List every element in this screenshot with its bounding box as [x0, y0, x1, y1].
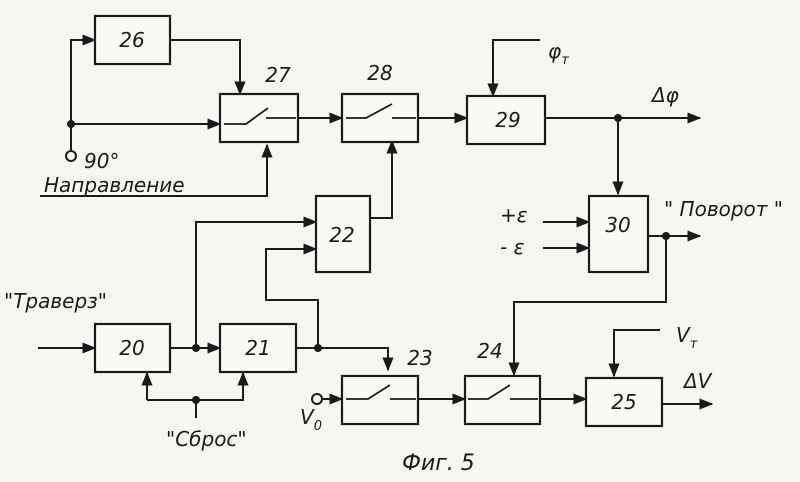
block-21-label: 21 — [245, 336, 270, 360]
block-24-label: 24 — [477, 339, 502, 363]
figure-caption: Фиг. 5 — [402, 451, 475, 476]
block-30-label: 30 — [605, 213, 630, 237]
block-25-label: 25 — [611, 390, 636, 414]
junction-dot — [192, 344, 200, 352]
block-28-label: 28 — [367, 61, 392, 85]
signal-phi-t: φт — [548, 39, 569, 68]
block-27-label: 27 — [265, 63, 291, 87]
signal-delta-v: ΔV — [682, 369, 713, 393]
block-23-label: 23 — [407, 346, 432, 370]
signal-turn: " Поворот " — [664, 197, 783, 221]
block-22-label: 22 — [329, 223, 354, 247]
signal-minus-eps: - ε — [500, 235, 525, 259]
wire-vt-to-25 — [614, 330, 660, 376]
signal-phi-t-main: φ — [548, 39, 561, 63]
junction-dot — [314, 344, 322, 352]
wire-22-to-28 — [370, 141, 392, 218]
signal-plus-eps: +ε — [500, 203, 528, 227]
wire-26-to-27 — [170, 40, 240, 94]
block-29-label: 29 — [495, 108, 520, 132]
block-23 — [342, 376, 418, 424]
terminal-90 — [66, 151, 76, 161]
wire-21-to-23 — [296, 348, 388, 370]
signal-reset: "Сброс" — [166, 427, 247, 451]
block-24 — [465, 376, 540, 424]
block-26-label: 26 — [119, 28, 144, 52]
signal-phi-t-sub: т — [561, 53, 569, 68]
signal-traverse: "Траверз" — [4, 289, 107, 313]
signal-vt-sub: т — [690, 337, 698, 352]
signal-vt: Vт — [676, 323, 698, 352]
signal-v0-sub: 0 — [314, 419, 322, 434]
signal-v0: V0 — [300, 405, 322, 434]
wire-phit-to-29 — [493, 40, 540, 96]
junction-dot — [192, 396, 200, 404]
wire-to-26 — [71, 40, 95, 124]
signal-direction: Направление — [44, 173, 185, 197]
junction-dot — [614, 114, 622, 122]
block-20-label: 20 — [119, 336, 144, 360]
signal-delta-phi: Δφ — [650, 83, 679, 107]
terminal-v0 — [312, 394, 322, 404]
wire-reset-to-21 — [147, 373, 243, 400]
signal-90-deg: 90° — [84, 149, 119, 173]
junction-dot — [67, 120, 75, 128]
junction-dot — [662, 232, 670, 240]
